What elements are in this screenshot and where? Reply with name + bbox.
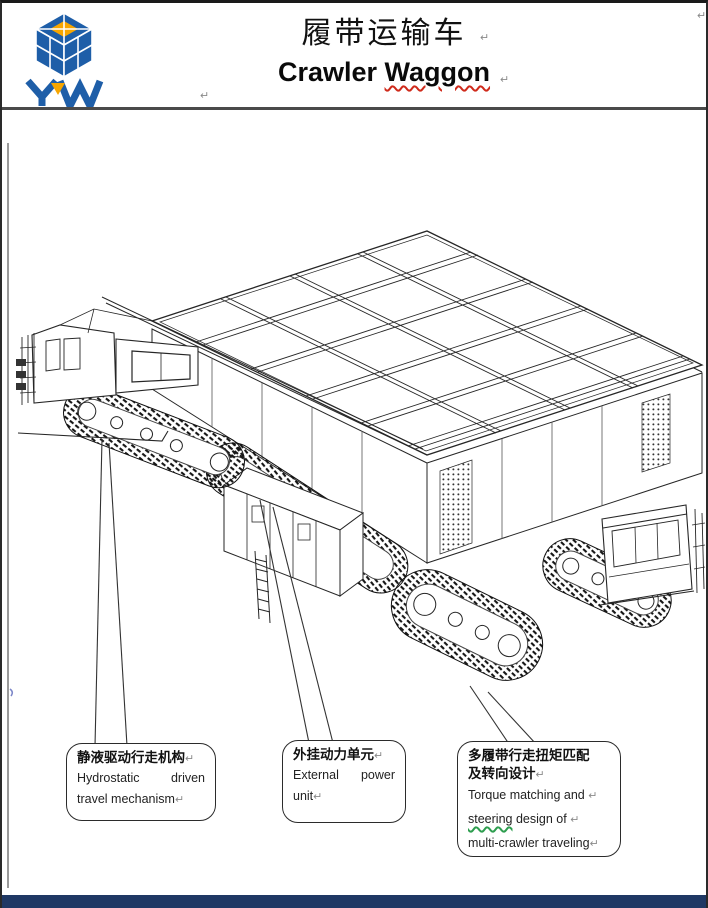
callout-text-en: unit↵: [293, 789, 323, 803]
bottom-border-bar: [2, 895, 706, 908]
page-title-english: Crawler Waggon: [277, 57, 491, 87]
title-block: 履带运输车 Crawler Waggon: [62, 3, 706, 87]
page-header: 履带运输车 Crawler Waggon ↵ ↵ ↵ ↵: [2, 3, 706, 110]
anchor-mark: [9, 688, 14, 697]
waggon-linework: [9, 230, 706, 747]
callout-text-en: Torque matching and ↵: [468, 788, 598, 802]
return-mark: ↵: [697, 10, 707, 22]
yw-logo-icon: [25, 12, 104, 107]
callout-text-en: travel mechanism↵: [77, 792, 185, 806]
callout-torque-matching: 多履带行走扭矩匹配 及转向设计↵ Torque matching and ↵ s…: [457, 741, 621, 857]
crawler-track-left: [63, 385, 245, 489]
page-title-chinese: 履带运输车: [301, 17, 467, 50]
ladder: [254, 550, 271, 624]
right-cab: [599, 504, 706, 606]
logo-orange-triangle: [51, 83, 65, 95]
callout-text-zh: 静液驱动行走机构↵: [77, 750, 195, 765]
return-mark: ↵: [480, 32, 490, 44]
callout-text-zh: 及转向设计↵: [468, 766, 545, 781]
return-mark: ↵: [200, 90, 210, 102]
leader-lines: [94, 438, 537, 747]
callout-text-zh: 外挂动力单元↵: [293, 747, 384, 762]
isometric-drawing-svg: [7, 143, 706, 888]
callout-text-en: steering design of ↵: [468, 812, 580, 826]
callout-text-zh: 多履带行走扭矩匹配: [468, 748, 590, 763]
crawler-track-center: [390, 569, 544, 681]
return-mark: ↵: [500, 74, 510, 86]
left-cab: [16, 308, 199, 442]
callout-text-en: multi-crawler traveling↵: [468, 836, 599, 850]
